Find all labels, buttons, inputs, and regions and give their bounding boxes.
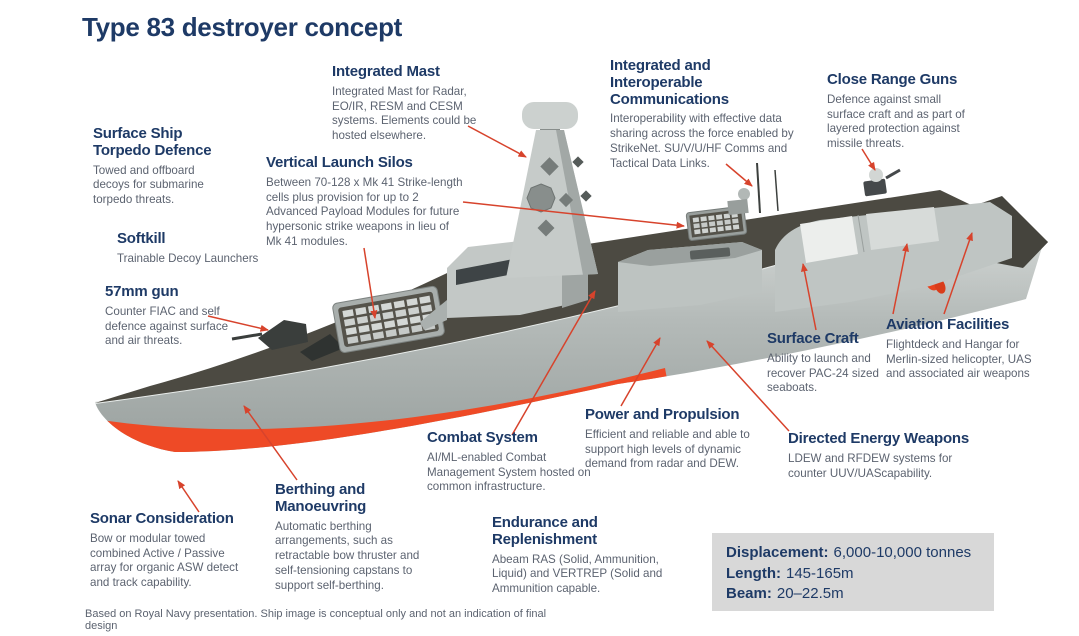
spec-value: 6,000-10,000 tonnes	[833, 544, 972, 561]
comms-antennas	[727, 162, 779, 216]
leader-arrow-berthing	[243, 405, 298, 481]
leader-arrow-integrated-mast	[467, 125, 527, 158]
callout-title: Directed Energy Weapons	[788, 430, 970, 447]
leader-arrow-aviation-flightdeck	[943, 232, 973, 315]
callout-body: Trainable Decoy Launchers	[117, 251, 259, 265]
callout-body: Towed and offboard decoys for submarine …	[93, 163, 204, 207]
callout-endurance-replenishment: Endurance and Replenishment Abeam RAS (S…	[492, 514, 667, 597]
hangar-door	[866, 207, 939, 250]
leader-arrow-aviation-hangar	[892, 243, 909, 315]
leader-arrow-surface-craft	[801, 263, 817, 331]
footnote: Based on Royal Navy presentation. Ship i…	[85, 608, 565, 636]
hangar-superstructure	[775, 202, 1012, 312]
leader-arrow-communications	[725, 163, 753, 187]
spec-value: 20–22.5m	[776, 585, 844, 603]
spec-label: Displacement:	[726, 544, 829, 561]
leader-arrow-vls-mid	[462, 201, 685, 229]
callout-body: Interoperability with effective data sha…	[610, 112, 794, 170]
callout-title: Endurance and Replenishment	[492, 514, 598, 548]
callout-body: Efficient and reliable and able to suppo…	[585, 427, 750, 471]
callout-title: Softkill	[117, 230, 166, 247]
spec-row-beam: Beam:20–22.5m	[726, 584, 980, 605]
leader-arrows	[177, 125, 973, 513]
specs-panel: Displacement:6,000-10,000 tonnes Length:…	[712, 533, 994, 611]
leader-arrow-vls-forward	[363, 247, 378, 319]
spec-row-length: Length:145-165m	[726, 564, 980, 585]
callout-directed-energy-weapons: Directed Energy Weapons LDEW and RFDEW s…	[788, 430, 988, 481]
leader-arrow-power-propulsion	[620, 337, 661, 407]
boat-bay-door	[800, 216, 858, 263]
spec-row-displacement: Displacement:6,000-10,000 tonnes	[726, 543, 980, 564]
callout-body: Defence against small surface craft and …	[827, 92, 965, 151]
callout-body: Counter FIAC and self defence against su…	[105, 304, 229, 348]
callout-title: Aviation Facilities	[886, 316, 1010, 333]
callout-title: Integrated Mast	[332, 63, 440, 80]
callout-body: Flightdeck and Hangar for Merlin-sized h…	[886, 337, 1032, 381]
leader-arrow-57mm-gun	[207, 315, 269, 332]
callout-combat-system: Combat System AI/ML-enabled Combat Manag…	[427, 429, 597, 495]
close-range-gun-mount	[863, 168, 901, 197]
callout-title: Power and Propulsion	[585, 406, 740, 423]
callout-title: Close Range Guns	[827, 71, 958, 88]
callout-close-range-guns: Close Range Guns Defence against small s…	[827, 71, 979, 152]
bow-gun	[231, 320, 344, 361]
callout-body: LDEW and RFDEW systems for counter UUV/U…	[788, 451, 953, 480]
callout-vertical-launch-silos: Vertical Launch Silos Between 70-128 x M…	[266, 154, 466, 250]
callout-softkill: Softkill Trainable Decoy Launchers	[117, 230, 297, 267]
callout-integrated-mast: Integrated Mast Integrated Mast for Rada…	[332, 63, 504, 144]
vls-forward	[332, 285, 445, 353]
callout-body: Bow or modular towed combined Active / P…	[90, 531, 239, 590]
callout-sonar-consideration: Sonar Consideration Bow or modular towed…	[90, 510, 250, 591]
callout-berthing-manoeuvring: Berthing and Manoeuvring Automatic berth…	[275, 481, 440, 594]
callout-title: Berthing and Manoeuvring	[275, 481, 367, 515]
page-title: Type 83 destroyer concept	[82, 12, 403, 42]
callout-title: Vertical Launch Silos	[266, 154, 413, 171]
leader-arrow-close-range-guns	[861, 148, 876, 171]
callout-body: Between 70-128 x Mk 41 Strike-length cel…	[266, 175, 463, 249]
callout-title: Surface Ship Torpedo Defence	[93, 125, 212, 159]
callout-surface-craft: Surface Craft Ability to launch and reco…	[767, 330, 892, 396]
callout-title: Combat System	[427, 429, 538, 446]
callout-aviation-facilities: Aviation Facilities Flightdeck and Hanga…	[886, 316, 1036, 382]
leader-arrow-combat-system	[511, 290, 596, 436]
funnel-deckhouse	[618, 242, 762, 312]
callout-body: Integrated Mast for Radar, EO/IR, RESM a…	[332, 84, 477, 143]
callout-title: Surface Craft	[767, 330, 859, 347]
callout-title: Sonar Consideration	[90, 510, 234, 527]
callout-body: Abeam RAS (Solid, Ammunition, Liquid) an…	[492, 552, 663, 596]
callout-communications: Integrated and Interoperable Communicati…	[610, 57, 794, 172]
callout-57mm-gun: 57mm gun Counter FIAC and self defence a…	[105, 283, 230, 349]
leader-arrow-sonar	[177, 480, 200, 513]
callout-power-propulsion: Power and Propulsion Efficient and relia…	[585, 406, 775, 472]
callout-torpedo-defence: Surface Ship Torpedo Defence Towed and o…	[93, 125, 223, 208]
leader-arrow-directed-energy	[706, 340, 790, 432]
spec-label: Beam:	[726, 585, 772, 603]
callout-title: 57mm gun	[105, 283, 179, 300]
callout-body: Automatic berthing arrangements, such as…	[275, 519, 420, 592]
callout-body: Ability to launch and recover PAC-24 siz…	[767, 351, 879, 395]
spec-label: Length:	[726, 564, 781, 582]
callout-body: AI/ML-enabled Combat Management System h…	[427, 450, 591, 494]
spec-value: 145-165m	[785, 564, 854, 582]
integrated-mast-structure	[506, 102, 598, 278]
callout-title: Integrated and Interoperable Communicati…	[610, 57, 729, 108]
vls-mid	[685, 205, 748, 241]
